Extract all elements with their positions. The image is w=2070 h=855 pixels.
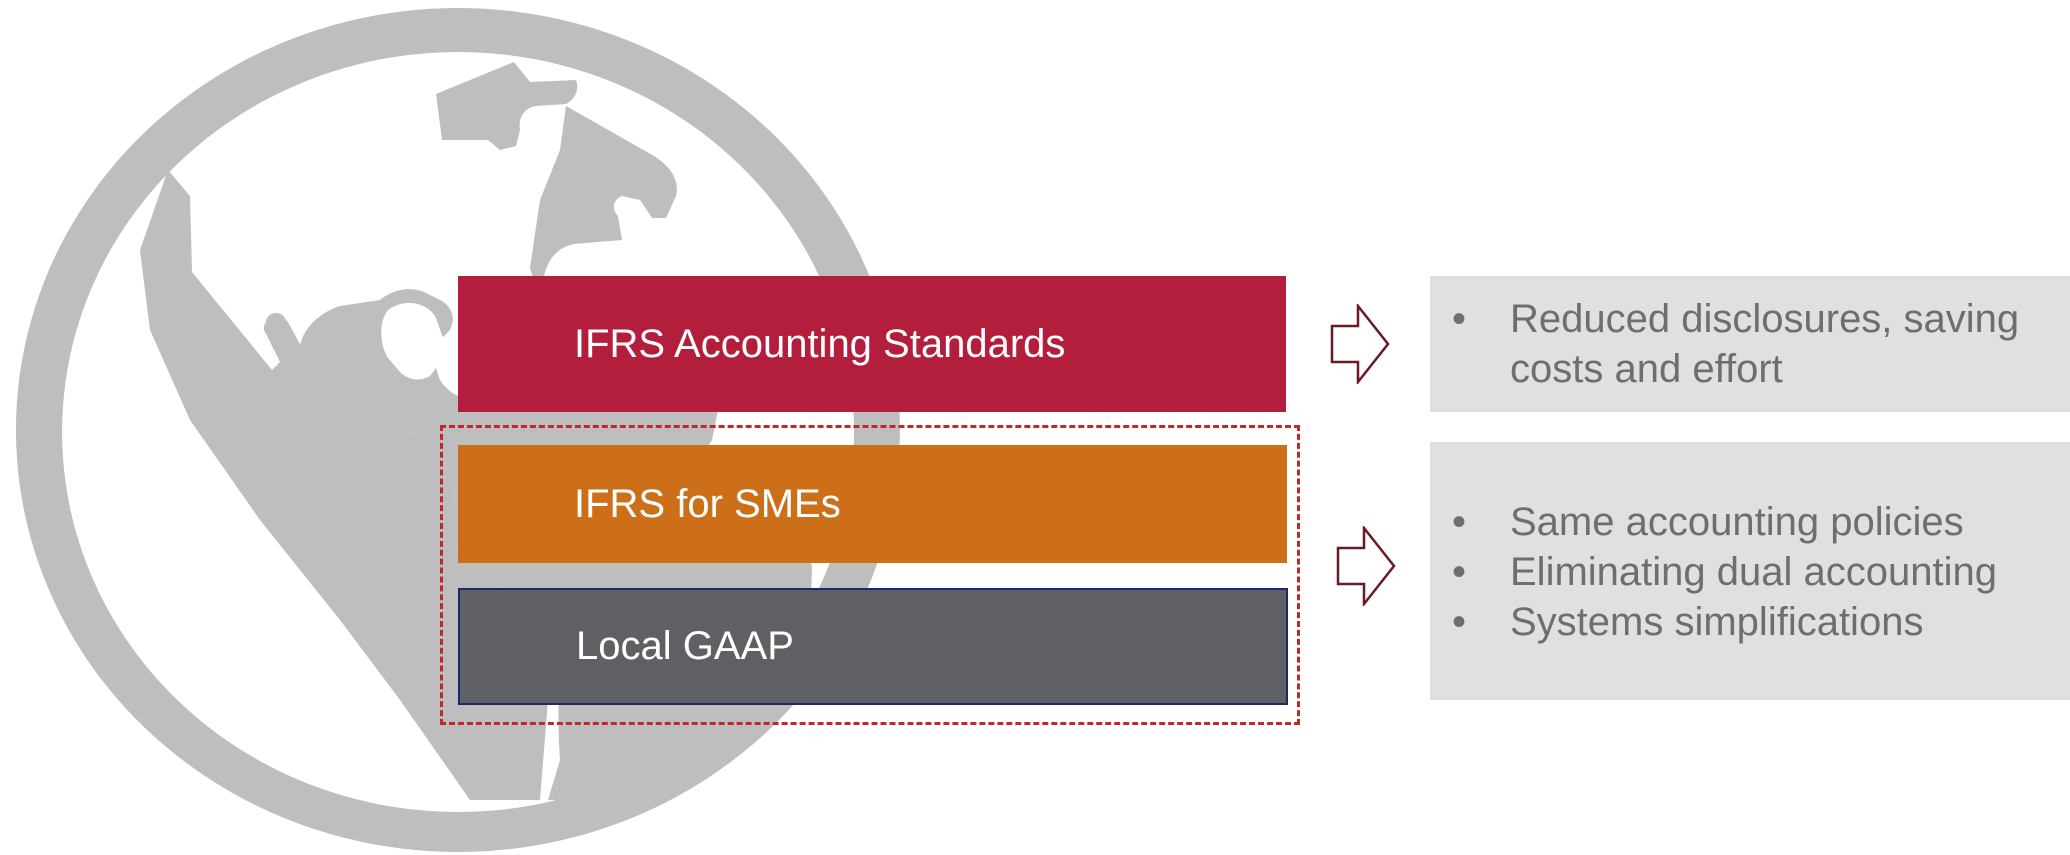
- list-item-text: Eliminating dual accounting: [1510, 550, 1997, 594]
- hollow-right-arrow-icon: [1336, 526, 1396, 606]
- benefits-panel-ifrs: • Reduced disclosures, saving costs and …: [1430, 276, 2070, 412]
- bullet-icon: •: [1452, 500, 1467, 544]
- list-item-text: Reduced disclosures, saving costs and ef…: [1510, 297, 2020, 391]
- hollow-right-arrow-icon: [1330, 304, 1390, 384]
- list-item-text: Systems simplifications: [1510, 600, 1924, 644]
- benefits-panel-sme-gaap: • Same accounting policies • Eliminating…: [1430, 442, 2070, 700]
- list-item: • Same accounting policies: [1430, 497, 2070, 547]
- bullet-icon: •: [1452, 297, 1467, 341]
- bullet-icon: •: [1452, 550, 1467, 594]
- local-gaap-bar: Local GAAP: [458, 588, 1288, 705]
- sme-gaap-group-border: [440, 425, 1300, 725]
- list-item: • Eliminating dual accounting: [1430, 547, 2070, 597]
- list-item: • Systems simplifications: [1430, 597, 2070, 647]
- benefits-list: • Reduced disclosures, saving costs and …: [1430, 294, 2070, 394]
- benefits-list: • Same accounting policies • Eliminating…: [1430, 497, 2070, 647]
- list-item: • Reduced disclosures, saving costs and …: [1430, 294, 2070, 394]
- ifrs-accounting-standards-label: IFRS Accounting Standards: [574, 321, 1066, 366]
- bullet-icon: •: [1452, 600, 1467, 644]
- ifrs-accounting-standards-bar: IFRS Accounting Standards: [458, 276, 1286, 412]
- ifrs-for-smes-label: IFRS for SMEs: [574, 481, 841, 526]
- list-item-text: Same accounting policies: [1510, 500, 1964, 544]
- ifrs-for-smes-bar: IFRS for SMEs: [458, 445, 1287, 563]
- local-gaap-label: Local GAAP: [576, 624, 794, 668]
